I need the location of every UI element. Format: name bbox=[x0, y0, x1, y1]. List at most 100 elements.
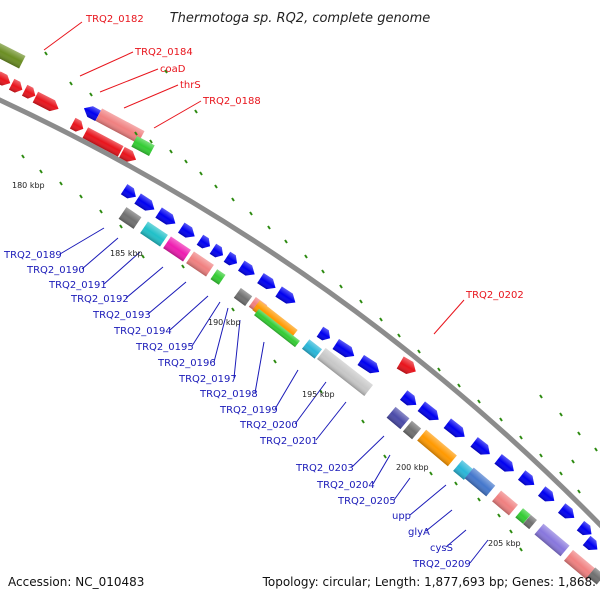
gene-blue-mid-11-shade bbox=[332, 338, 355, 358]
gene-label-trq2-0191[interactable]: TRQ2_0191 bbox=[48, 280, 107, 291]
gene-grey-a-shade bbox=[118, 207, 142, 229]
gene-label-trq2-0194[interactable]: TRQ2_0194 bbox=[113, 326, 172, 337]
scale-label-195: 195 kbp bbox=[302, 390, 335, 399]
gene-blue-mid-6 bbox=[223, 251, 238, 266]
gene-label-trq2-0190[interactable]: TRQ2_0190 bbox=[26, 265, 85, 276]
gene-red-b-shade bbox=[8, 78, 23, 93]
gene-label-cyss[interactable]: cysS bbox=[430, 543, 453, 554]
gene-blue-mid-12 bbox=[357, 354, 380, 374]
gene-lavender-shade bbox=[534, 523, 570, 557]
tick-41 bbox=[429, 471, 433, 476]
gene-red-0202-shade bbox=[396, 356, 416, 375]
gene-label-trq2-0201[interactable]: TRQ2_0201 bbox=[259, 436, 318, 447]
tick-21 bbox=[397, 333, 401, 338]
gene-label-trq2-0198[interactable]: TRQ2_0198 bbox=[199, 389, 258, 400]
tick-28 bbox=[539, 453, 543, 458]
gene-label-trq2-0202[interactable]: TRQ2_0202 bbox=[465, 290, 524, 301]
gene-blue-top-shade bbox=[83, 106, 101, 122]
gene-label-trq2-0184[interactable]: TRQ2_0184 bbox=[134, 47, 193, 58]
tick-52 bbox=[164, 69, 168, 74]
tick-44 bbox=[497, 513, 501, 518]
tick-14 bbox=[267, 225, 271, 230]
gene-blue-mid-5 bbox=[209, 243, 224, 258]
gene-indigo bbox=[386, 406, 410, 430]
gene-label-trq2-0209[interactable]: TRQ2_0209 bbox=[412, 559, 471, 570]
tick-30 bbox=[577, 489, 581, 494]
gene-label-coad[interactable]: coaD bbox=[160, 64, 186, 75]
tick-12 bbox=[231, 197, 235, 202]
tick-34 bbox=[141, 254, 145, 259]
scale-label-180: 180 kbp bbox=[12, 181, 45, 190]
gene-blue-low-5-shade bbox=[518, 470, 535, 486]
gene-label-trq2-0203[interactable]: TRQ2_0203 bbox=[295, 463, 354, 474]
gene-orange-a bbox=[252, 300, 298, 340]
gene-label-trq2-0193[interactable]: TRQ2_0193 bbox=[92, 310, 151, 321]
tick-53 bbox=[194, 109, 198, 114]
gene-label-upp[interactable]: upp bbox=[392, 511, 411, 522]
gene-orange-b bbox=[417, 429, 457, 467]
gene-blue-low-2-shade bbox=[443, 418, 465, 438]
gene-blue-low-4 bbox=[494, 454, 514, 472]
gene-blue-mid-4 bbox=[196, 234, 211, 249]
leader-blue-18 bbox=[445, 529, 467, 548]
gene-grey-e-shade bbox=[587, 567, 600, 585]
leader-red-1 bbox=[79, 51, 134, 77]
gene-blue-mid-10 bbox=[316, 326, 331, 341]
leader-blue-4 bbox=[147, 281, 187, 315]
tick-10 bbox=[199, 171, 203, 176]
gene-blue-mid-9-shade bbox=[275, 286, 296, 304]
gene-blue-mid-7-shade bbox=[238, 260, 255, 276]
gene-label-trq2-0204[interactable]: TRQ2_0204 bbox=[316, 480, 375, 491]
gene-red-d bbox=[32, 91, 59, 112]
leader-blue-14 bbox=[372, 454, 391, 485]
gene-blue-mid-11 bbox=[332, 338, 355, 358]
tick-7 bbox=[119, 224, 123, 229]
leader-blue-16 bbox=[409, 484, 447, 516]
gene-grey-d bbox=[523, 514, 537, 530]
tick-3 bbox=[39, 169, 43, 174]
gene-steelblue bbox=[464, 467, 496, 497]
gene-blue-mid-4-shade bbox=[196, 234, 211, 249]
tick-13 bbox=[249, 211, 253, 216]
gene-label-trq2-0195[interactable]: TRQ2_0195 bbox=[135, 342, 194, 353]
tick-4 bbox=[59, 181, 63, 186]
leader-blue-11 bbox=[294, 381, 327, 425]
gene-blue-mid-0 bbox=[120, 184, 136, 199]
gene-grey-b-shade bbox=[233, 288, 253, 306]
gene-red-f-shade bbox=[82, 127, 124, 157]
tick-0 bbox=[44, 51, 48, 56]
gene-label-trq2-0205[interactable]: TRQ2_0205 bbox=[337, 496, 396, 507]
gene-label-trq2-0192[interactable]: TRQ2_0192 bbox=[70, 294, 129, 305]
gene-blue-edge-shade bbox=[582, 535, 598, 551]
gene-label-trq2-0200[interactable]: TRQ2_0200 bbox=[239, 420, 298, 431]
leader-blue-7 bbox=[213, 307, 229, 363]
gene-label-trq2-0199[interactable]: TRQ2_0199 bbox=[219, 405, 278, 416]
gene-green-a bbox=[210, 269, 226, 285]
map-title: Thermotoga sp. RQ2, complete genome bbox=[170, 11, 431, 26]
gene-pink-c bbox=[492, 490, 518, 516]
gene-label-thrs[interactable]: thrS bbox=[180, 80, 201, 91]
gene-label-glya[interactable]: glyA bbox=[408, 527, 430, 538]
tick-16 bbox=[304, 254, 308, 259]
leader-blue-17 bbox=[425, 509, 453, 532]
leader-red-0 bbox=[43, 21, 83, 51]
gene-pink-top-shade bbox=[95, 108, 145, 144]
gene-blue-mid-10-shade bbox=[316, 326, 331, 341]
gene-blue-mid-5-shade bbox=[209, 243, 224, 258]
gene-green-top bbox=[131, 136, 155, 156]
scale-ticks bbox=[21, 51, 598, 552]
gene-blue-mid-7 bbox=[238, 260, 255, 276]
gene-label-trq2-0197[interactable]: TRQ2_0197 bbox=[178, 374, 237, 385]
gene-cyan-b-shade bbox=[302, 339, 322, 359]
gene-blue-edge bbox=[582, 535, 598, 551]
gene-blue-low-7 bbox=[558, 503, 575, 519]
gene-label-trq2-0188[interactable]: TRQ2_0188 bbox=[202, 96, 261, 107]
tick-6 bbox=[99, 209, 103, 214]
tick-45 bbox=[509, 529, 513, 534]
tick-39 bbox=[361, 419, 365, 424]
leader-blue-0 bbox=[59, 227, 105, 255]
gene-blue-low-3-shade bbox=[470, 437, 490, 455]
gene-label-trq2-0196[interactable]: TRQ2_0196 bbox=[157, 358, 216, 369]
gene-label-trq2-0182[interactable]: TRQ2_0182 bbox=[85, 14, 144, 25]
gene-label-trq2-0189[interactable]: TRQ2_0189 bbox=[3, 250, 62, 261]
